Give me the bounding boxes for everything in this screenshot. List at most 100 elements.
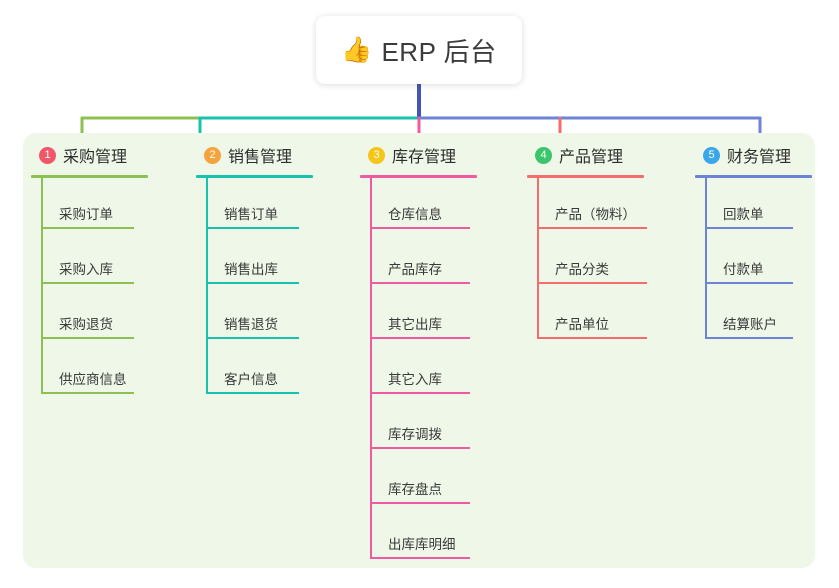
column-header-rule-3 bbox=[360, 175, 477, 178]
leaf-item-label: 出库库明细 bbox=[388, 537, 456, 552]
column-items-1: 采购订单采购入库采购退货供应商信息 bbox=[31, 178, 148, 398]
column-header-rule-5 bbox=[695, 175, 812, 178]
column-header-rule-2 bbox=[196, 175, 313, 178]
leaf-item[interactable]: 回款单 bbox=[695, 178, 812, 233]
column-title-3: 库存管理 bbox=[392, 149, 457, 166]
leaf-item-label: 采购退货 bbox=[59, 317, 113, 332]
column-header-1[interactable]: 1 采购管理 bbox=[31, 143, 148, 167]
leaf-item-label: 回款单 bbox=[723, 207, 764, 222]
leaf-item-label: 供应商信息 bbox=[59, 372, 127, 387]
leaf-item-rule bbox=[705, 227, 793, 229]
leaf-item-rule bbox=[41, 282, 134, 284]
column-spine-4 bbox=[537, 178, 539, 339]
leaf-item-label: 采购入库 bbox=[59, 262, 113, 277]
leaf-item-label: 产品单位 bbox=[555, 317, 609, 332]
leaf-item-label: 库存盘点 bbox=[388, 482, 442, 497]
leaf-item[interactable]: 采购订单 bbox=[31, 178, 148, 233]
column-3: 3 库存管理仓库信息产品库存其它出库其它入库库存调拨库存盘点出库库明细 bbox=[360, 143, 477, 563]
root-node[interactable]: 👍 ERP 后台 bbox=[316, 16, 522, 84]
leaf-item-label: 销售退货 bbox=[224, 317, 278, 332]
leaf-item-rule bbox=[370, 227, 470, 229]
column-spine-3 bbox=[370, 178, 372, 559]
leaf-item-label: 库存调拨 bbox=[388, 427, 442, 442]
column-items-3: 仓库信息产品库存其它出库其它入库库存调拨库存盘点出库库明细 bbox=[360, 178, 477, 563]
leaf-item[interactable]: 仓库信息 bbox=[360, 178, 477, 233]
leaf-item[interactable]: 销售出库 bbox=[196, 233, 313, 288]
leaf-item-rule bbox=[41, 392, 134, 394]
leaf-item-rule bbox=[370, 502, 470, 504]
column-header-3[interactable]: 3 库存管理 bbox=[360, 143, 477, 167]
leaf-item[interactable]: 销售订单 bbox=[196, 178, 313, 233]
leaf-item-rule bbox=[537, 337, 647, 339]
leaf-item[interactable]: 库存盘点 bbox=[360, 453, 477, 508]
leaf-item-rule bbox=[370, 392, 470, 394]
column-title-1: 采购管理 bbox=[63, 149, 128, 166]
leaf-item-rule bbox=[41, 337, 134, 339]
leaf-item[interactable]: 付款单 bbox=[695, 233, 812, 288]
column-badge-3: 3 bbox=[368, 146, 385, 164]
column-header-2[interactable]: 2 销售管理 bbox=[196, 143, 313, 167]
leaf-item[interactable]: 产品库存 bbox=[360, 233, 477, 288]
leaf-item[interactable]: 采购退货 bbox=[31, 288, 148, 343]
leaf-item[interactable]: 库存调拨 bbox=[360, 398, 477, 453]
leaf-item[interactable]: 产品单位 bbox=[527, 288, 647, 343]
column-spine-1 bbox=[41, 178, 43, 394]
column-title-2: 销售管理 bbox=[228, 149, 293, 166]
leaf-item[interactable]: 销售退货 bbox=[196, 288, 313, 343]
leaf-item-label: 产品库存 bbox=[388, 262, 442, 277]
leaf-item-rule bbox=[370, 447, 470, 449]
diagram-panel bbox=[23, 133, 815, 568]
leaf-item-rule bbox=[41, 227, 134, 229]
leaf-item-rule bbox=[370, 282, 470, 284]
leaf-item-rule bbox=[370, 337, 470, 339]
column-header-4[interactable]: 4 产品管理 bbox=[527, 143, 644, 167]
column-items-5: 回款单付款单结算账户 bbox=[695, 178, 812, 343]
column-items-4: 产品（物料） 产品分类产品单位 bbox=[527, 178, 647, 343]
leaf-item-label: 产品（物料） bbox=[555, 207, 636, 222]
column-badge-4: 4 bbox=[535, 146, 552, 164]
leaf-item-rule bbox=[206, 282, 299, 284]
column-items-2: 销售订单销售出库销售退货客户信息 bbox=[196, 178, 313, 398]
leaf-item-rule bbox=[705, 337, 793, 339]
root-node-title: ERP 后台 bbox=[381, 36, 497, 67]
leaf-item[interactable]: 客户信息 bbox=[196, 343, 313, 398]
leaf-item-label: 销售出库 bbox=[224, 262, 278, 277]
leaf-item-label: 结算账户 bbox=[723, 317, 777, 332]
column-spine-2 bbox=[206, 178, 208, 394]
thumbs-up-icon: 👍 bbox=[341, 35, 373, 64]
column-spine-5 bbox=[705, 178, 707, 339]
leaf-item[interactable]: 产品分类 bbox=[527, 233, 647, 288]
leaf-item[interactable]: 采购入库 bbox=[31, 233, 148, 288]
leaf-item-label: 产品分类 bbox=[555, 262, 609, 277]
leaf-item[interactable]: 供应商信息 bbox=[31, 343, 148, 398]
leaf-item-label: 其它入库 bbox=[388, 372, 442, 387]
leaf-item-rule bbox=[206, 337, 299, 339]
leaf-item-label: 客户信息 bbox=[224, 372, 278, 387]
leaf-item-label: 付款单 bbox=[723, 262, 764, 277]
leaf-item-label: 其它出库 bbox=[388, 317, 442, 332]
column-title-4: 产品管理 bbox=[559, 149, 624, 166]
leaf-item-rule bbox=[206, 227, 299, 229]
leaf-item[interactable]: 其它出库 bbox=[360, 288, 477, 343]
column-badge-2: 2 bbox=[204, 146, 221, 164]
leaf-item-rule bbox=[705, 282, 793, 284]
column-2: 2 销售管理销售订单销售出库销售退货客户信息 bbox=[196, 143, 313, 398]
leaf-item-label: 采购订单 bbox=[59, 207, 113, 222]
leaf-item-rule bbox=[370, 557, 470, 559]
leaf-item-rule bbox=[206, 392, 299, 394]
leaf-item[interactable]: 其它入库 bbox=[360, 343, 477, 398]
column-4: 4 产品管理产品（物料） 产品分类产品单位 bbox=[527, 143, 647, 343]
leaf-item-rule bbox=[537, 227, 647, 229]
leaf-item-rule bbox=[537, 282, 647, 284]
column-header-rule-4 bbox=[527, 175, 644, 178]
leaf-item[interactable]: 出库库明细 bbox=[360, 508, 477, 563]
column-badge-5: 5 bbox=[703, 146, 720, 164]
column-header-rule-1 bbox=[31, 175, 148, 178]
leaf-item[interactable]: 产品（物料） bbox=[527, 178, 647, 233]
leaf-item[interactable]: 结算账户 bbox=[695, 288, 812, 343]
column-1: 1 采购管理采购订单采购入库采购退货供应商信息 bbox=[31, 143, 148, 398]
leaf-item-label: 仓库信息 bbox=[388, 207, 442, 222]
leaf-item-label: 销售订单 bbox=[224, 207, 278, 222]
column-badge-1: 1 bbox=[39, 146, 56, 164]
